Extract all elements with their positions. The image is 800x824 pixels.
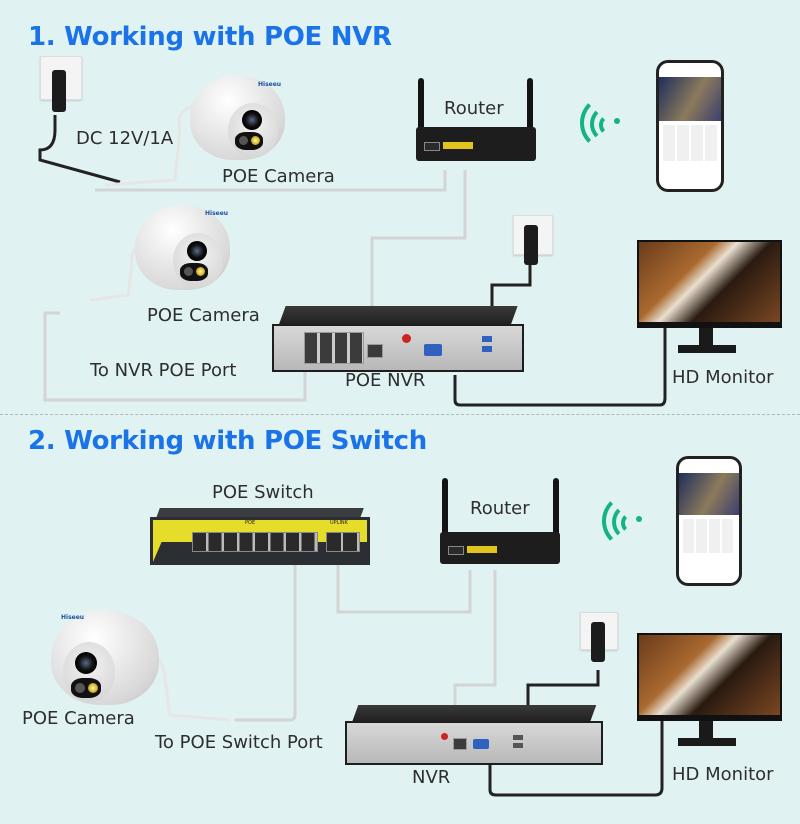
network-cable-camera-bottom-nvr: [43, 311, 307, 402]
router-label-2: Router: [470, 498, 530, 519]
nvr-label-2: NVR: [412, 767, 451, 788]
poe-switch-label: POE Switch: [212, 482, 314, 503]
dome-camera-icon: Hiseeu: [190, 75, 290, 165]
wifi-signal-icon: [580, 95, 630, 151]
switch-poe-group-label: POE: [245, 520, 256, 526]
camera-label-2: POE Camera: [22, 708, 135, 729]
camera-brand-logo: Hiseeu: [205, 210, 229, 217]
monitor-stand: [699, 328, 713, 346]
network-cable-switch-router: [336, 565, 472, 614]
hdmi-cable-nvr-monitor-2: [488, 720, 664, 797]
smartphone-icon: [676, 456, 742, 586]
camera-brand-logo: Hiseeu: [258, 81, 282, 88]
smartphone-icon: [656, 60, 724, 192]
section-divider: [0, 414, 800, 415]
hdmi-cable-nvr-monitor: [453, 325, 667, 407]
camera-bottom-pigtail: [89, 243, 141, 302]
monitor-base: [678, 345, 736, 353]
poe-switch-icon: POE UPLINK: [150, 508, 370, 568]
power-adapter-icon: [524, 225, 538, 265]
section-1-title: 1. Working with POE NVR: [28, 22, 392, 52]
router-antenna-left: [418, 78, 424, 158]
camera-top-label: POE Camera: [222, 166, 335, 187]
nvr-poe-port-label: To NVR POE Port: [90, 360, 237, 381]
power-adapter-icon: [52, 70, 66, 112]
router-icon: [416, 127, 536, 161]
monitor-base: [678, 738, 736, 746]
router-antenna-right: [527, 78, 533, 158]
power-cable-camera-top: [38, 115, 121, 184]
section-2-title: 2. Working with POE Switch: [28, 426, 427, 456]
power-adapter-icon: [591, 622, 605, 662]
router-label: Router: [444, 98, 504, 119]
switch-port-label: To POE Switch Port: [155, 732, 323, 753]
power-spec-label: DC 12V/1A: [76, 128, 174, 149]
camera-brand-logo: Hiseeu: [61, 614, 85, 621]
wifi-signal-icon: [602, 493, 652, 549]
nvr-icon: [272, 306, 524, 372]
network-cable-router-nvr: [370, 170, 467, 315]
monitor-label: HD Monitor: [672, 367, 774, 388]
network-cable-router-nvr-2: [453, 570, 497, 720]
router-antenna-left: [442, 478, 448, 550]
monitor-label-2: HD Monitor: [672, 764, 774, 785]
switch-uplink-group-label: UPLINK: [330, 520, 348, 526]
dome-camera-icon: Hiseeu: [45, 600, 165, 710]
router-antenna-right: [553, 478, 559, 550]
network-cable-camera-switch: [235, 565, 297, 722]
dome-camera-icon: Hiseeu: [135, 205, 235, 295]
network-cable-camera-top-router: [95, 170, 447, 192]
router-icon: [440, 532, 560, 564]
camera-bottom-label: POE Camera: [147, 305, 260, 326]
poe-nvr-label: POE NVR: [345, 370, 426, 391]
camera-pigtail-2: [153, 653, 231, 722]
monitor-icon: [637, 633, 782, 721]
nvr-icon: [345, 705, 603, 765]
monitor-stand: [699, 721, 713, 739]
monitor-icon: [637, 240, 782, 328]
